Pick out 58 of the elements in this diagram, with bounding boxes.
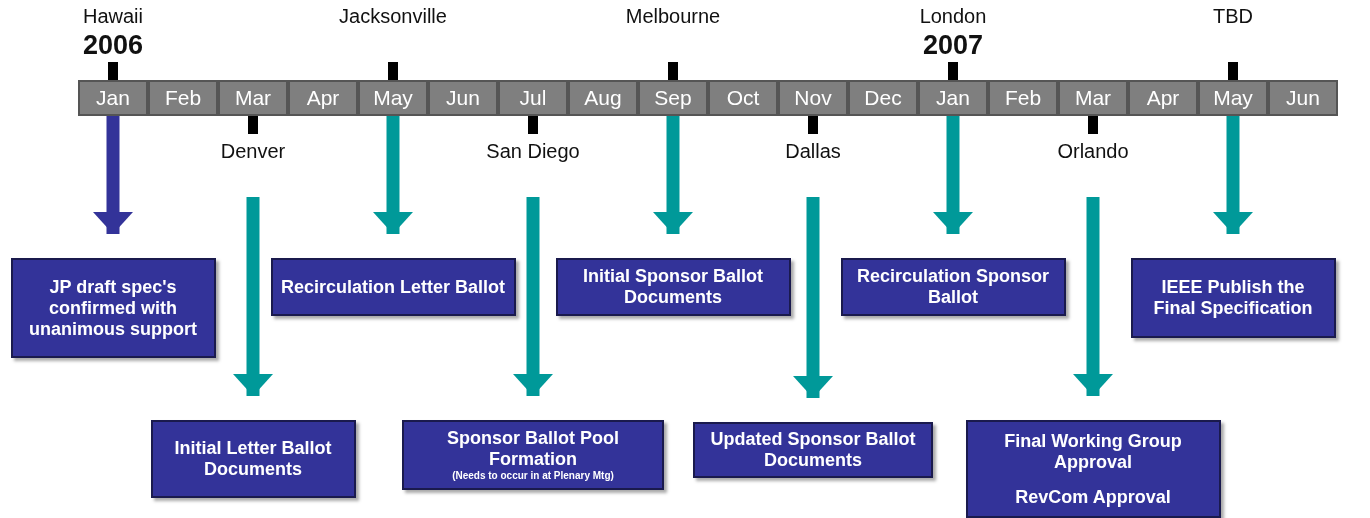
month-cell: Feb bbox=[988, 80, 1058, 116]
milestone-box bbox=[1130, 258, 1336, 338]
arrow bbox=[513, 197, 553, 396]
month-cell: May bbox=[358, 80, 428, 116]
milestone-box bbox=[402, 420, 664, 490]
milestone-box bbox=[965, 420, 1221, 518]
month-cell: Jan bbox=[78, 80, 148, 116]
year-label: 2007 bbox=[922, 30, 984, 61]
milestone-box bbox=[150, 420, 356, 498]
location-label: Dallas bbox=[785, 140, 841, 163]
milestone-box bbox=[840, 258, 1066, 316]
milestone-box bbox=[10, 258, 216, 358]
location-label: Denver bbox=[220, 140, 286, 163]
month-cell: Jun bbox=[428, 80, 498, 116]
month-cell: Feb bbox=[148, 80, 218, 116]
milestone-text: IEEE Publish the Final Specification bbox=[1152, 277, 1314, 319]
milestone-text: Final Working Group Approval bbox=[1003, 430, 1183, 473]
location-label: Jacksonville bbox=[339, 5, 447, 28]
arrow bbox=[233, 197, 273, 396]
arrow bbox=[793, 197, 833, 398]
milestone-box bbox=[693, 422, 933, 478]
month-cell: Nov bbox=[778, 80, 848, 116]
month-cell: Aug bbox=[568, 80, 638, 116]
milestone-text: Updated Sponsor Ballot Documents bbox=[709, 429, 917, 471]
arrow bbox=[1213, 116, 1253, 234]
milestone-box bbox=[555, 258, 791, 316]
milestone-text: Recirculation Sponsor Ballot bbox=[855, 266, 1050, 308]
milestone-text: Initial Letter Ballot Documents bbox=[173, 438, 333, 480]
month-cell: Jan bbox=[918, 80, 988, 116]
milestone-text: Recirculation Letter Ballot bbox=[279, 276, 506, 298]
arrow bbox=[653, 116, 693, 234]
month-cell: Mar bbox=[218, 80, 288, 116]
milestone-text: RevCom Approval bbox=[1014, 486, 1172, 508]
month-cell: Apr bbox=[288, 80, 358, 116]
milestone-text: Initial Sponsor Ballot Documents bbox=[582, 266, 764, 308]
year-label: 2006 bbox=[82, 30, 144, 61]
arrow bbox=[1073, 197, 1113, 396]
month-cell: Dec bbox=[848, 80, 918, 116]
milestone-text: Sponsor Ballot Pool Formation bbox=[446, 428, 620, 470]
month-cell: Oct bbox=[708, 80, 778, 116]
month-cell: May bbox=[1198, 80, 1268, 116]
milestone-text: JP draft spec's confirmed with unanimous support bbox=[28, 276, 198, 340]
arrow bbox=[933, 116, 973, 234]
note-text: (Needs to occur in at Plenary Mtg) bbox=[451, 470, 615, 482]
arrow bbox=[373, 116, 413, 234]
location-label: London bbox=[919, 5, 987, 28]
month-cell: Apr bbox=[1128, 80, 1198, 116]
location-label: Melbourne bbox=[625, 5, 721, 28]
arrow bbox=[93, 116, 133, 234]
month-cell: Mar bbox=[1058, 80, 1128, 116]
milestone-box bbox=[270, 258, 516, 316]
month-cell: Jul bbox=[498, 80, 568, 116]
location-label: TBD bbox=[1213, 5, 1253, 28]
month-cell: Sep bbox=[638, 80, 708, 116]
location-label: Orlando bbox=[1057, 140, 1129, 163]
month-cell: Jun bbox=[1268, 80, 1338, 116]
location-label: San Diego bbox=[486, 140, 580, 163]
location-label: Hawaii bbox=[83, 5, 143, 28]
